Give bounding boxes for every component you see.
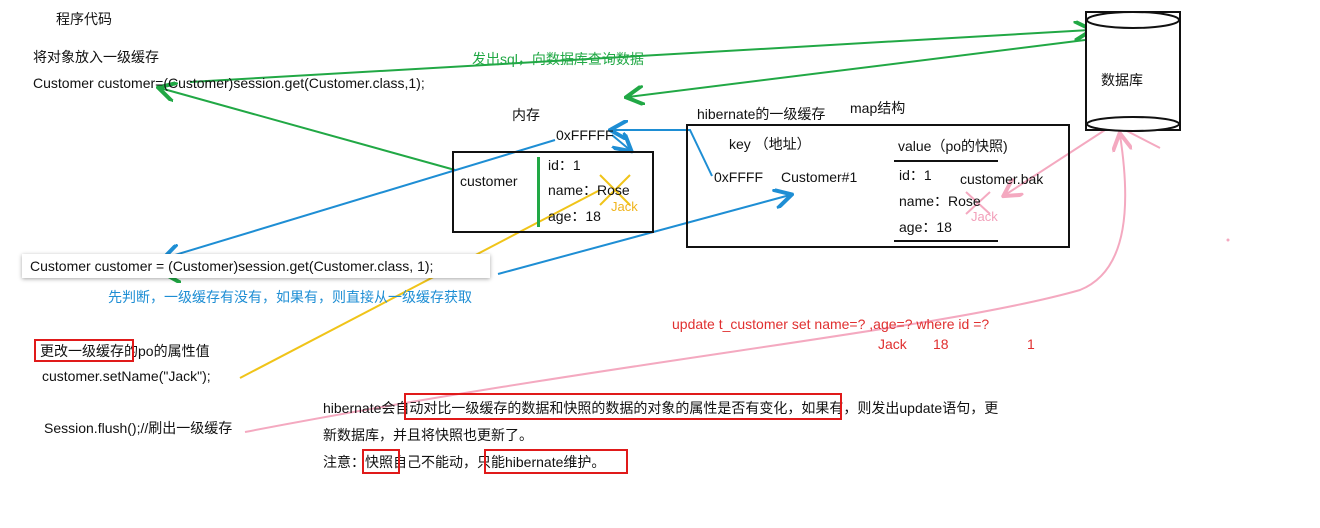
sql-param-name: Jack [878,336,907,352]
arrow-pink-tail [1124,129,1161,149]
flush-code: Session.flush();//刷出一级缓存 [44,420,233,436]
cache-key-header: key （地址） [729,136,811,152]
modify-label: 更改一级缓存的po的属性值 [40,342,210,360]
explanation-note: 注意：快照自己不能动，只能hibernate维护。 [323,453,605,471]
explanation-line1: hibernate会自动对比一级缓存的数据和快照的数据的对象的属性是否有变化，如… [323,399,998,417]
set-name-code: customer.setName("Jack"); [42,368,211,384]
explanation-line1-highlight: 自动对比一级缓存的数据和快照的数据的对象的属性是否有变化， [395,400,802,416]
note-highlight1: 快照 [365,454,393,470]
snapshot-bottom-line [894,240,998,242]
snapshot-field-age: age：18 [899,219,952,235]
note-middle: 自己不能动， [393,454,477,470]
snapshot-name: customer.bak [960,171,1044,187]
send-sql-label: 发出sql，向数据库查询数据 [472,51,644,67]
memory-address: 0xFFFFF [556,127,614,143]
database-label: 数据库 [1101,72,1143,88]
explanation-line1-suffix: 如果有，则发出update语句，更 [801,400,999,416]
modify-highlight-box [34,339,134,362]
cache-map-label: map结构 [850,100,906,116]
sql-param-id: 1 [1027,336,1035,352]
explanation-highlight-box [404,393,842,420]
cache-key: 0xFFFF [714,169,763,185]
put-cache-label: 将对象放入一级缓存 [33,49,159,65]
code-get-1: Customer customer=(Customer)session.get(… [33,75,425,91]
memory-field-age: age：18 [548,208,601,224]
check-cache-label: 先判断，一级缓存有没有，如果有，则直接从一级缓存获取 [108,289,472,305]
cache-value-header: value（po的快照) [898,138,1008,154]
memory-field-id: id：1 [548,157,581,173]
sql-param-age: 18 [933,336,949,352]
explanation-line2: 新数据库，并且将快照也更新了。 [323,427,533,443]
pink-dot [1226,238,1230,242]
memory-divider [537,157,540,227]
snapshot-field-name: name：Rose [899,193,981,209]
snapshot-changed-name: Jack [971,209,998,224]
cache-title: hibernate的一级缓存 [697,106,826,122]
modify-suffix: 的po的属性值 [124,343,210,359]
cache-box [686,124,1070,248]
sql-statement: update t_customer set name=? ,age=? wher… [672,316,990,332]
memory-changed-name: Jack [611,199,638,214]
code-get-2: Customer customer = (Customer)session.ge… [30,258,434,274]
memory-object-name: customer [460,173,518,189]
note-highlight2-box [484,449,628,474]
note-highlight2: 只能hibernate维护。 [477,454,606,470]
snapshot-field-id: id：1 [899,167,932,183]
snapshot-top-line [894,160,998,162]
memory-field-name: name：Rose [548,182,630,198]
modify-prefix: 更改一级缓存 [40,343,124,359]
note-prefix: 注意： [323,454,365,470]
arrow-memory-to-code [160,88,456,171]
program-title: 程序代码 [56,11,112,27]
explanation-line1-prefix: hibernate会 [323,400,396,416]
arrow-address-check [612,135,630,150]
memory-title: 内存 [512,107,540,123]
code-get-2-box [22,254,490,278]
arrow-db-to-memory [628,39,1086,97]
note-highlight1-box [362,449,400,474]
cache-entry-label: Customer#1 [781,169,858,185]
memory-object-box [452,151,654,233]
